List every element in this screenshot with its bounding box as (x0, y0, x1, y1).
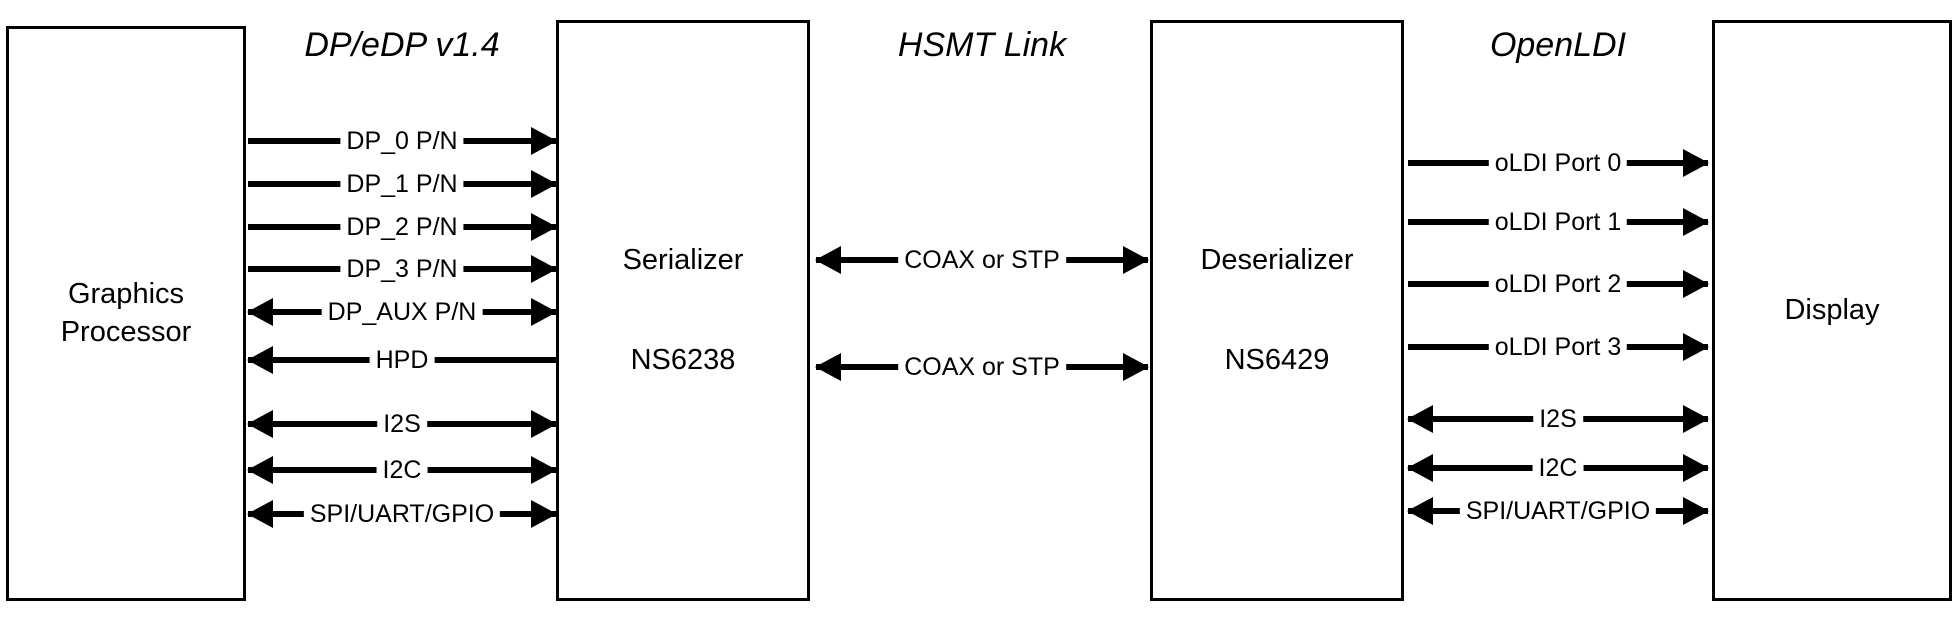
arrowhead-right-icon (1683, 405, 1709, 433)
arrowhead-right-icon (531, 410, 557, 438)
arrow-label: COAX or STP (898, 247, 1066, 273)
arrowhead-right-icon (531, 456, 557, 484)
arrowhead-right-icon (1683, 208, 1709, 236)
arrow-label: DP_0 P/N (340, 128, 464, 154)
arrow-i2s-left: I2S (247, 409, 557, 439)
arrow-oldi-port-2: oLDI Port 2 (1408, 269, 1709, 299)
deserializer-box: Deserializer NS6429 (1150, 20, 1404, 601)
arrow-spi-uart-gpio-right: SPI/UART/GPIO (1407, 496, 1709, 526)
graphics-processor-label-line1: Graphics (67, 277, 185, 310)
arrow-label: I2C (1532, 455, 1584, 481)
serializer-part-number: NS6238 (630, 343, 736, 376)
arrow-label: I2S (1533, 406, 1583, 432)
arrowhead-right-icon (1683, 333, 1709, 361)
arrow-hpd: HPD (247, 345, 556, 375)
deserializer-part-number: NS6429 (1224, 343, 1330, 376)
graphics-processor-box: Graphics Processor (6, 26, 246, 601)
section-header-dp: DP/eDP v1.4 (304, 26, 500, 64)
arrow-oldi-port-0: oLDI Port 0 (1408, 148, 1709, 178)
arrowhead-right-icon (1123, 353, 1149, 381)
arrow-label: SPI/UART/GPIO (1459, 498, 1657, 524)
arrow-spi-uart-gpio-left: SPI/UART/GPIO (247, 499, 557, 529)
graphics-processor-label-line2: Processor (60, 315, 192, 348)
serializer-box: Serializer NS6238 (556, 20, 810, 601)
arrow-dp-1-pn: DP_1 P/N (248, 169, 557, 199)
arrowhead-right-icon (1683, 497, 1709, 525)
arrow-label: DP_AUX P/N (321, 299, 483, 325)
arrow-i2s-right: I2S (1407, 404, 1709, 434)
arrowhead-right-icon (531, 127, 557, 155)
arrow-i2c-left: I2C (247, 455, 557, 485)
arrow-label: I2C (376, 457, 428, 483)
arrowhead-right-icon (1683, 270, 1709, 298)
arrow-coax-bottom: COAX or STP (815, 352, 1149, 382)
arrowhead-right-icon (1683, 149, 1709, 177)
arrowhead-right-icon (531, 213, 557, 241)
section-header-hsmt: HSMT Link (897, 26, 1067, 64)
arrow-dp-aux-pn: DP_AUX P/N (247, 297, 557, 327)
arrowhead-right-icon (531, 170, 557, 198)
arrow-label: HPD (369, 347, 435, 373)
arrow-label: DP_2 P/N (340, 214, 464, 240)
arrow-dp-0-pn: DP_0 P/N (248, 126, 557, 156)
arrow-oldi-port-3: oLDI Port 3 (1408, 332, 1709, 362)
section-header-oldi: OpenLDI (1489, 26, 1627, 64)
arrow-label: COAX or STP (898, 354, 1066, 380)
arrow-label: oLDI Port 0 (1488, 150, 1628, 176)
arrow-label: oLDI Port 2 (1488, 271, 1628, 297)
arrowhead-right-icon (1123, 246, 1149, 274)
arrowhead-right-icon (1683, 454, 1709, 482)
arrow-coax-top: COAX or STP (815, 245, 1149, 275)
arrow-label: DP_1 P/N (340, 171, 464, 197)
arrowhead-right-icon (531, 500, 557, 528)
arrow-label: SPI/UART/GPIO (303, 501, 501, 527)
serializer-title: Serializer (622, 243, 744, 276)
arrow-label: DP_3 P/N (340, 256, 464, 282)
arrowhead-right-icon (531, 255, 557, 283)
arrow-label: I2S (377, 411, 427, 437)
display-label: Display (1784, 293, 1880, 326)
arrow-dp-2-pn: DP_2 P/N (248, 212, 557, 242)
arrowhead-right-icon (531, 298, 557, 326)
deserializer-title: Deserializer (1200, 243, 1354, 276)
arrow-label: oLDI Port 1 (1488, 209, 1628, 235)
arrow-dp-3-pn: DP_3 P/N (248, 254, 557, 284)
arrow-label: oLDI Port 3 (1488, 334, 1628, 360)
arrow-i2c-right: I2C (1407, 453, 1709, 483)
arrow-oldi-port-1: oLDI Port 1 (1408, 207, 1709, 237)
display-box: Display (1712, 20, 1952, 601)
